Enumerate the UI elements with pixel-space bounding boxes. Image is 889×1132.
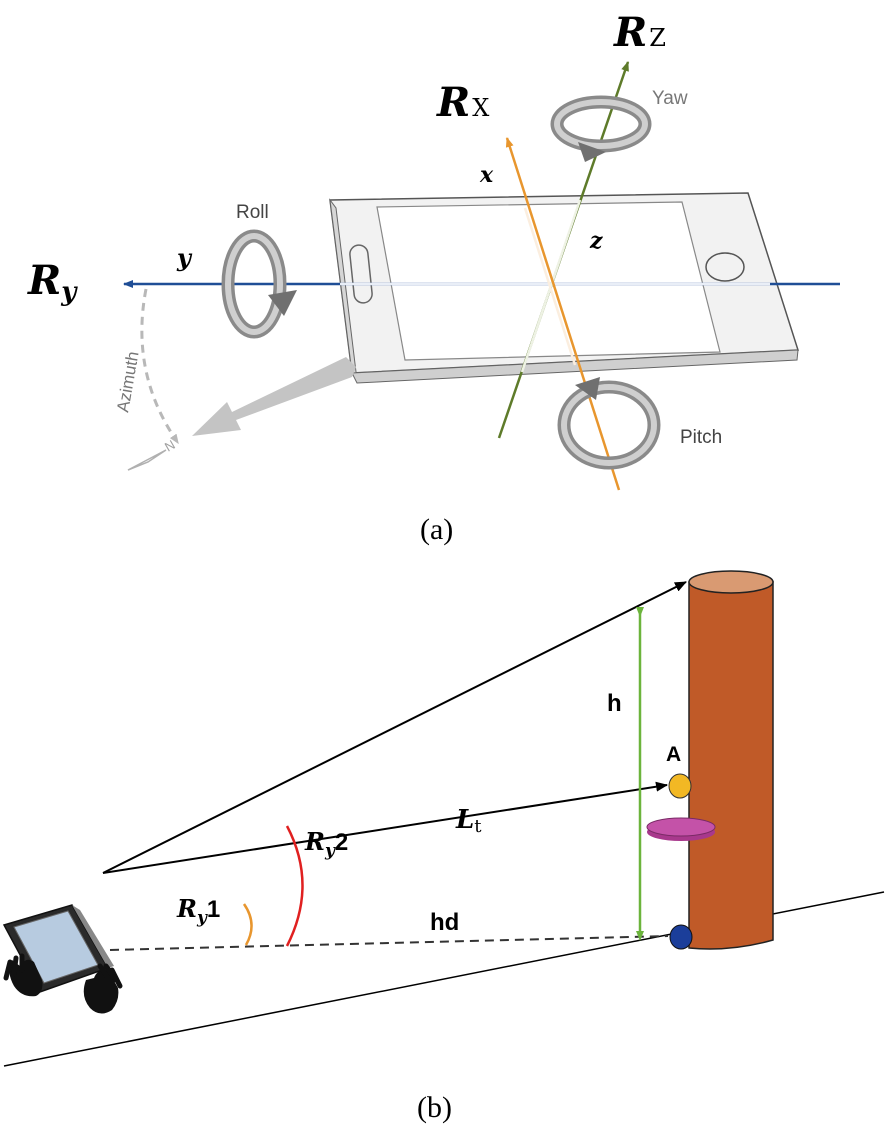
pitch-label: Pitch — [680, 427, 722, 448]
height-label: h — [607, 690, 622, 717]
yaw-rotation-icon — [550, 95, 652, 162]
yaw-label: Yaw — [652, 88, 688, 109]
panel-b: h A Lt Ry2 Ry1 hd (b) — [2, 570, 885, 1124]
roll-label: Roll — [236, 202, 269, 223]
ry1-label: Ry1 — [176, 894, 220, 928]
z-label: z — [589, 228, 603, 254]
angle-arc-ry1 — [242, 903, 253, 946]
panel-a: N Azimuth Roll Yaw Pitch RZ RX Ry x y z — [27, 9, 840, 546]
pole — [688, 570, 774, 950]
left-hand-icon — [3, 953, 43, 997]
angle-arc-ry2 — [285, 825, 304, 947]
pitch-rotation-icon — [557, 377, 661, 470]
point-a — [668, 773, 692, 799]
disc-marker — [646, 817, 716, 841]
x-label: x — [479, 162, 494, 188]
lt-label: Lt — [455, 805, 482, 837]
right-hand-icon — [83, 963, 123, 1014]
sight-line-top — [102, 581, 687, 874]
ry-label: Ry — [27, 257, 78, 307]
azimuth-arc — [140, 288, 179, 445]
sight-line-lt — [102, 781, 668, 874]
caption-a: (a) — [420, 513, 453, 546]
phone-speaker — [349, 244, 373, 304]
caption-b: (b) — [417, 1091, 452, 1124]
roll-rotation-icon — [221, 229, 297, 339]
north-pointer — [127, 449, 167, 471]
pole-top — [688, 570, 774, 594]
y-label: y — [176, 243, 193, 272]
horizontal-distance-line — [109, 935, 669, 951]
hd-label: hd — [430, 909, 459, 936]
point-a-label: A — [666, 743, 681, 766]
phone-home-button — [705, 252, 745, 282]
ry2-label: Ry2 — [304, 827, 348, 861]
smartphone — [329, 192, 800, 384]
rz-label: RZ — [613, 9, 666, 56]
heading-arrow — [192, 357, 356, 436]
x-axis-line — [505, 137, 621, 491]
rx-label: RX — [436, 79, 489, 126]
azimuth-label: Azimuth — [113, 350, 142, 414]
base-point — [669, 924, 693, 950]
